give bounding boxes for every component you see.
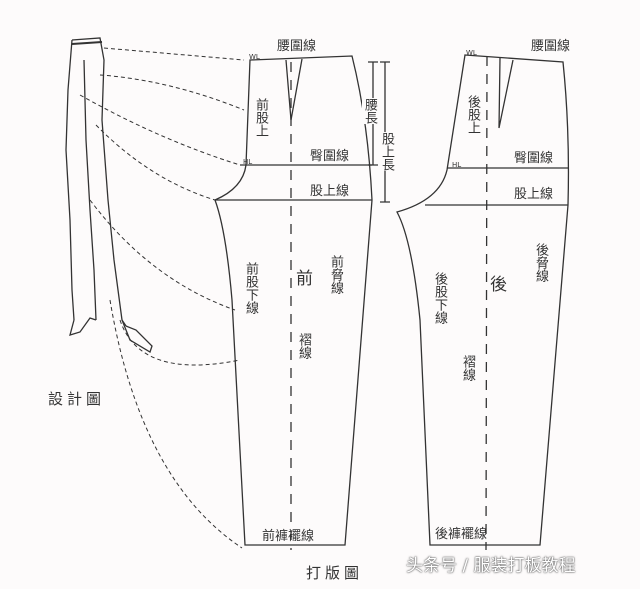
back-rise-label: 後股上 [465,95,480,134]
design-figure [65,37,153,353]
front-waist-line-label: 腰圍線 [277,39,317,54]
front-crease-label: 褶線 [296,333,311,359]
back-hem-label: 後褲襬線 [435,527,488,542]
back-side-seam-label: 後脅線 [533,243,548,282]
front-inseam-label: 前股下線 [243,262,258,314]
back-wl-label: WL [466,49,477,57]
pattern-label: 打版圖 [306,564,364,582]
front-wl-label: WL [249,53,260,61]
back-panel [396,54,570,551]
front-hem-label: 前褲襬線 [262,529,315,544]
front-rise-label: 前股上 [253,98,268,137]
front-center-label: 前 [296,269,313,289]
front-crotch-line-label: 股上線 [310,184,350,199]
guide-lines [79,47,245,549]
back-crotch-line-label: 股上線 [514,187,554,202]
front-hip-line-label: 臀圍線 [310,149,350,164]
design-label: 設計圖 [48,390,106,408]
back-crease-label: 褶線 [460,355,475,381]
rise-length-label: 股上長 [379,132,394,171]
waist-length-label: 腰長 [362,98,377,124]
front-side-seam-label: 前脅線 [328,255,343,294]
front-hl-label: HL [243,158,253,166]
back-inseam-label: 後股下線 [432,272,447,324]
back-hl-label: HL [452,161,462,169]
back-center-label: 後 [490,275,507,295]
watermark: 头条号 / 服装打板教程 [406,556,576,576]
back-hip-line-label: 臀圍線 [514,151,554,166]
front-panel [214,55,390,550]
back-waist-line-label: 腰圍線 [531,39,571,54]
